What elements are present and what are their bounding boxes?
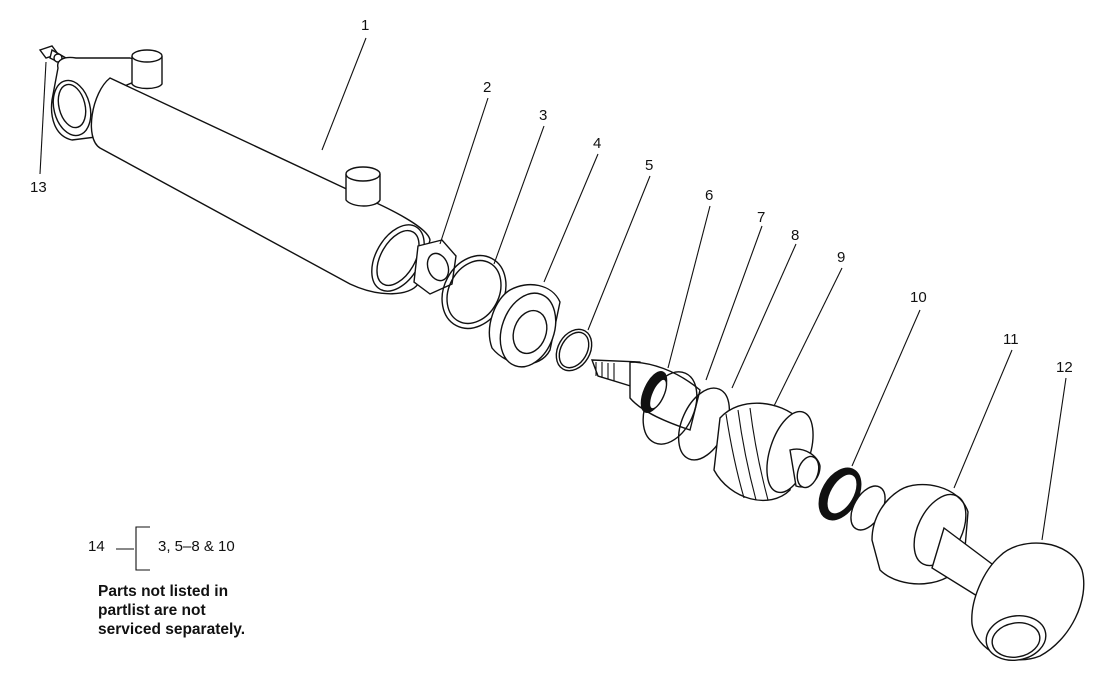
- kit-callout: 14 3, 5–8 & 10: [88, 538, 235, 555]
- part-11-rod: [850, 483, 1001, 606]
- callout-labels: 1 2 3 4 5 6 7 8 9 10 11 12 13: [30, 17, 1073, 376]
- note-line-3: serviced separately.: [98, 621, 246, 638]
- part-6-9-rod-and-piston: [590, 359, 821, 502]
- callout-1: 1: [361, 17, 369, 34]
- part-4-gland: [488, 283, 561, 368]
- note-line-2: partlist are not: [98, 602, 206, 619]
- callout-8: 8: [791, 227, 799, 244]
- callout-3: 3: [539, 107, 547, 124]
- note-line-1: Parts not listed in: [98, 583, 229, 600]
- kit-contents: 3, 5–8 & 10: [158, 538, 235, 555]
- callout-2: 2: [483, 79, 491, 96]
- callout-12: 12: [1056, 359, 1073, 376]
- callout-13: 13: [30, 179, 47, 196]
- callout-11: 11: [1003, 331, 1019, 348]
- callout-4: 4: [593, 135, 601, 152]
- part-12-rod-eye: [971, 542, 1085, 661]
- leader-lines: [39, 37, 1067, 541]
- callout-9: 9: [837, 249, 845, 266]
- callout-7: 7: [757, 209, 765, 226]
- callout-6: 6: [705, 187, 713, 204]
- callout-5: 5: [645, 157, 653, 174]
- kit-bracket: [116, 526, 150, 571]
- part-5-o-ring: [555, 328, 593, 372]
- service-note: Parts not listed in partlist are not ser…: [98, 582, 298, 639]
- kit-number: 14: [88, 538, 105, 555]
- part-1-cylinder-barrel: [50, 49, 431, 295]
- part-10-seal: [818, 467, 862, 521]
- callout-10: 10: [910, 289, 927, 306]
